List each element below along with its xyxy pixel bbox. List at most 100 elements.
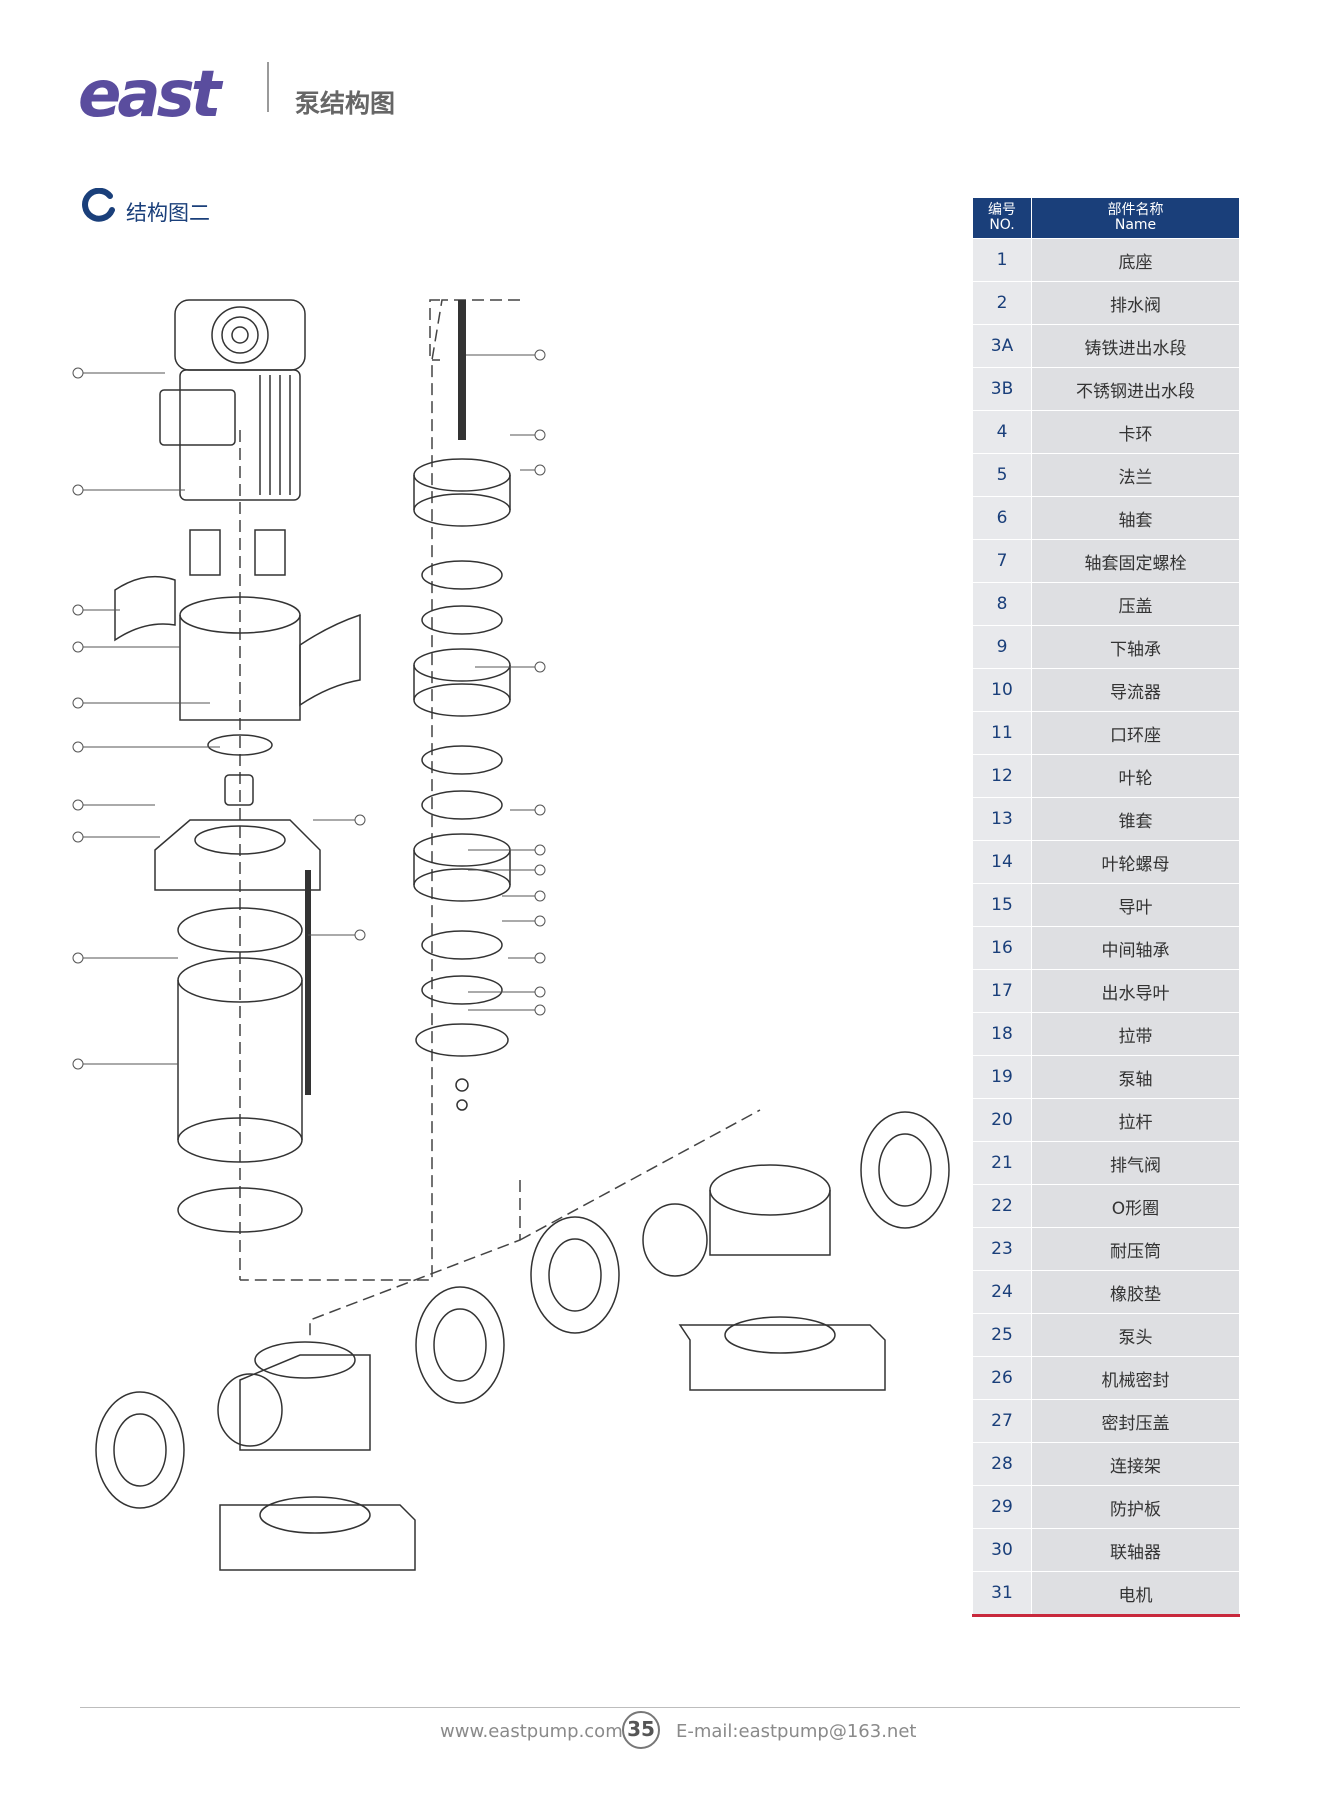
part-name: 耐压筒 <box>1031 1227 1240 1271</box>
part-name: 出水导叶 <box>1031 969 1240 1013</box>
part-name: O形圈 <box>1031 1184 1240 1228</box>
part-number: 1 <box>972 238 1032 282</box>
part-number: 19 <box>972 1055 1032 1099</box>
part-number: 10 <box>972 668 1032 712</box>
part-name: 卡环 <box>1031 410 1240 454</box>
part-name: 联轴器 <box>1031 1528 1240 1572</box>
page-number: 35 <box>622 1711 660 1749</box>
part-name: 叶轮螺母 <box>1031 840 1240 884</box>
pump-head-drawing <box>154 819 321 891</box>
part-number: 17 <box>972 969 1032 1013</box>
part-number: 31 <box>972 1571 1032 1617</box>
part-name: 铸铁进出水段 <box>1031 324 1240 368</box>
parts-table-header: 编号 NO. 部件名称 Name <box>972 197 1240 239</box>
part-number: 7 <box>972 539 1032 583</box>
part-name: 拉杆 <box>1031 1098 1240 1142</box>
part-number: 3B <box>972 367 1032 411</box>
part-number: 26 <box>972 1356 1032 1400</box>
part-name: 导叶 <box>1031 883 1240 927</box>
part-number: 9 <box>972 625 1032 669</box>
footer-email[interactable]: E-mail:eastpump@163.net <box>676 1721 917 1742</box>
part-number: 12 <box>972 754 1032 798</box>
inlet-outlet-3a-drawing <box>95 1286 505 1571</box>
part-number: 8 <box>972 582 1032 626</box>
connection-frame-drawing <box>114 529 361 721</box>
part-name: 连接架 <box>1031 1442 1240 1486</box>
header-no-text: 编号 NO. <box>988 202 1016 233</box>
part-number: 15 <box>972 883 1032 927</box>
section-circle-icon <box>82 188 115 222</box>
part-number: 20 <box>972 1098 1032 1142</box>
part-name: 拉带 <box>1031 1012 1240 1056</box>
part-name: 轴套 <box>1031 496 1240 540</box>
part-number: 30 <box>972 1528 1032 1572</box>
part-name: 法兰 <box>1031 453 1240 497</box>
header-divider <box>267 62 269 112</box>
part-name: 机械密封 <box>1031 1356 1240 1400</box>
footer-divider <box>80 1707 1240 1708</box>
part-name: 橡胶垫 <box>1031 1270 1240 1314</box>
seal-drawing <box>207 734 273 806</box>
part-number: 23 <box>972 1227 1032 1271</box>
brand-logo: east <box>78 58 221 132</box>
header-name: 部件名称 Name <box>1031 197 1240 239</box>
part-number: 27 <box>972 1399 1032 1443</box>
part-name: 泵头 <box>1031 1313 1240 1357</box>
part-number: 4 <box>972 410 1032 454</box>
footer-website[interactable]: www.eastpump.com <box>440 1721 623 1742</box>
part-number: 28 <box>972 1442 1032 1486</box>
part-number: 11 <box>972 711 1032 755</box>
part-number: 16 <box>972 926 1032 970</box>
part-name: 口环座 <box>1031 711 1240 755</box>
part-name: 下轴承 <box>1031 625 1240 669</box>
pump-exploded-diagram <box>72 299 950 1571</box>
inlet-outlet-3b-drawing <box>530 1111 950 1391</box>
part-number: 3A <box>972 324 1032 368</box>
part-name: 排水阀 <box>1031 281 1240 325</box>
motor-drawing <box>159 299 306 501</box>
logo-text: east <box>78 58 221 132</box>
part-name: 电机 <box>1031 1571 1240 1617</box>
part-number: 6 <box>972 496 1032 540</box>
part-name: 轴套固定螺栓 <box>1031 539 1240 583</box>
pressure-sleeve-drawing <box>177 907 303 1233</box>
stage-stack-drawing <box>413 458 511 1111</box>
part-number: 14 <box>972 840 1032 884</box>
part-number: 29 <box>972 1485 1032 1529</box>
part-number: 2 <box>972 281 1032 325</box>
part-name: 叶轮 <box>1031 754 1240 798</box>
header-no: 编号 NO. <box>972 197 1032 239</box>
part-number: 18 <box>972 1012 1032 1056</box>
part-number: 24 <box>972 1270 1032 1314</box>
part-number: 13 <box>972 797 1032 841</box>
part-name: 不锈钢进出水段 <box>1031 367 1240 411</box>
part-name: 底座 <box>1031 238 1240 282</box>
section-title: 结构图二 <box>126 201 210 225</box>
part-name: 压盖 <box>1031 582 1240 626</box>
